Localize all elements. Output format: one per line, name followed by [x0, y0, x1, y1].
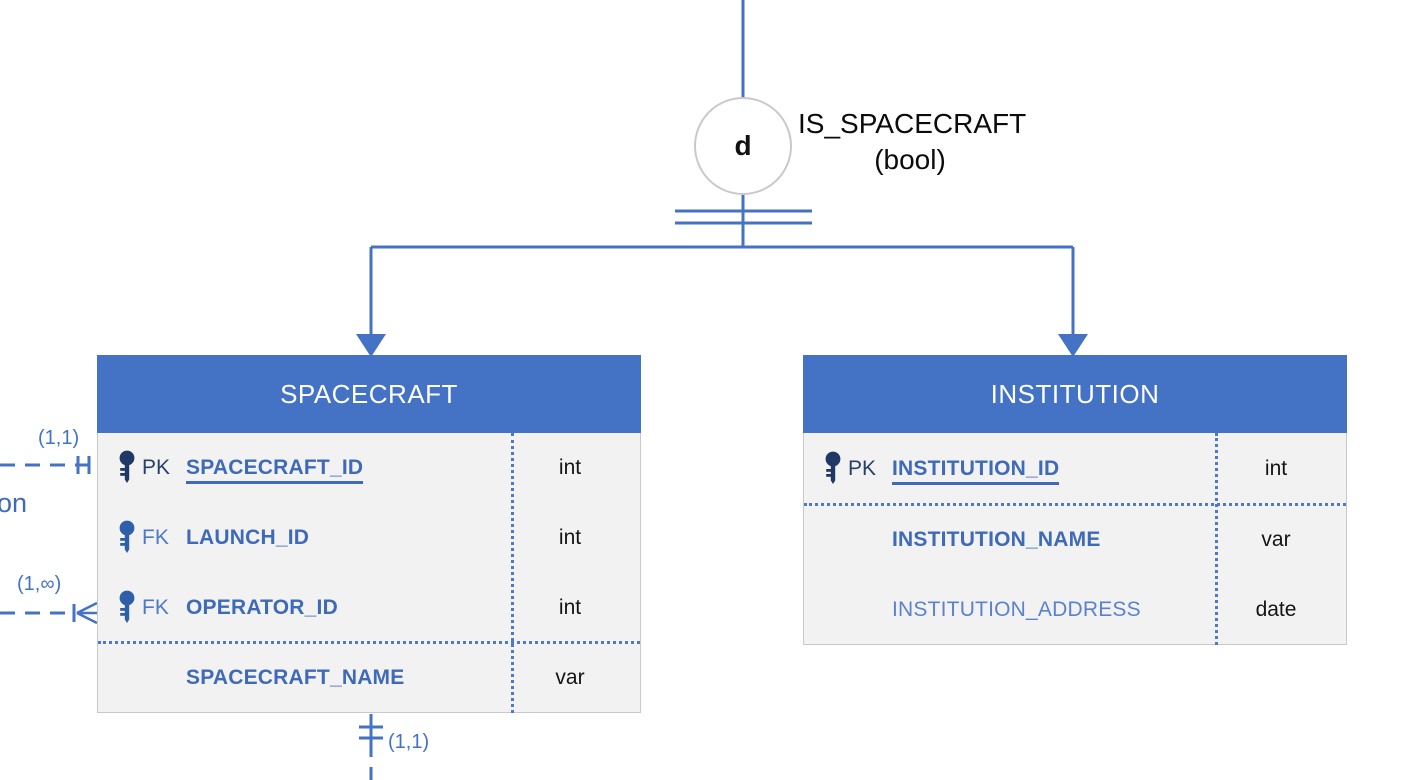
crow-foot-many-icon — [76, 601, 98, 625]
table-row[interactable]: INSTITUTION_ADDRESS date — [804, 575, 1346, 645]
institution-table-body: PK INSTITUTION_ID int INSTITUTION_NAME v… — [803, 433, 1347, 645]
cardinality-label-pk: (1,1) — [38, 427, 80, 449]
attribute-name: INSTITUTION_ID — [892, 457, 1218, 485]
type-column-divider — [1215, 433, 1218, 645]
clipped-edge-text: on — [0, 488, 28, 518]
specialization-disjoint-label: d — [734, 130, 752, 161]
cardinality-label-operator: (1,∞) — [17, 573, 62, 595]
no-key-spacer — [822, 522, 844, 558]
attribute-name: OPERATOR_ID — [186, 596, 338, 619]
foreign-key-icon — [116, 520, 138, 556]
table-row[interactable]: PK SPACECRAFT_ID int — [98, 433, 640, 503]
specialization-type: (bool) — [874, 144, 946, 175]
key-type-label: PK — [142, 456, 171, 479]
primary-key-icon — [822, 451, 844, 487]
attribute-type: int — [558, 526, 582, 549]
table-row[interactable]: FK LAUNCH_ID int — [98, 503, 640, 573]
attribute-type: int — [558, 456, 582, 479]
attribute-type: int — [1264, 457, 1288, 480]
key-section-divider — [804, 503, 1346, 506]
cardinality-one-one-ticks-icon — [76, 456, 91, 474]
foreign-key-icon — [116, 590, 138, 626]
attribute-name: INSTITUTION_ADDRESS — [892, 598, 1141, 621]
no-key-spacer — [822, 592, 844, 628]
double-bar-total-specialization-icon — [675, 209, 812, 225]
specialization-name: IS_SPACECRAFT — [798, 108, 1027, 139]
entity-table-spacecraft[interactable]: SPACECRAFT PK SPACECRAFT_ID int FK — [97, 355, 641, 713]
primary-key-icon — [116, 450, 138, 486]
key-section-divider — [98, 641, 640, 644]
key-type-label: FK — [142, 526, 169, 549]
key-type-label: PK — [848, 457, 877, 480]
attribute-name: LAUNCH_ID — [186, 526, 310, 549]
attribute-name: SPACECRAFT_NAME — [186, 666, 405, 689]
specialization-label: IS_SPACECRAFT (bool) — [798, 106, 1027, 178]
arrowhead-spacecraft-icon — [356, 334, 386, 357]
key-type-label: FK — [142, 596, 169, 619]
type-column-divider — [511, 433, 514, 713]
attribute-name: INSTITUTION_NAME — [892, 528, 1101, 551]
attribute-type: date — [1255, 598, 1297, 621]
cardinality-label-bottom: (1,1) — [388, 731, 430, 753]
attribute-type: int — [558, 596, 582, 619]
spacecraft-table-title: SPACECRAFT — [280, 378, 458, 409]
specialization-circle[interactable]: d — [694, 97, 792, 195]
institution-table-header[interactable]: INSTITUTION — [803, 355, 1347, 433]
entity-table-institution[interactable]: INSTITUTION PK INSTITUTION_ID int INSTIT… — [803, 355, 1347, 645]
attribute-type: var — [555, 666, 585, 689]
institution-table-title: INSTITUTION — [990, 378, 1160, 409]
table-row[interactable]: FK OPERATOR_ID int — [98, 573, 640, 643]
spacecraft-table-body: PK SPACECRAFT_ID int FK LAUNCH_ID int — [97, 433, 641, 713]
arrowhead-institution-icon — [1058, 334, 1088, 357]
table-row[interactable]: SPACECRAFT_NAME var — [98, 643, 640, 713]
attribute-name: SPACECRAFT_ID — [186, 456, 512, 484]
cardinality-one-one-ticks-bottom-icon — [359, 725, 383, 740]
table-row[interactable]: INSTITUTION_NAME var — [804, 505, 1346, 575]
table-row[interactable]: PK INSTITUTION_ID int — [804, 433, 1346, 505]
no-key-spacer — [116, 660, 138, 696]
attribute-type: var — [1261, 528, 1291, 551]
spacecraft-table-header[interactable]: SPACECRAFT — [97, 355, 641, 433]
